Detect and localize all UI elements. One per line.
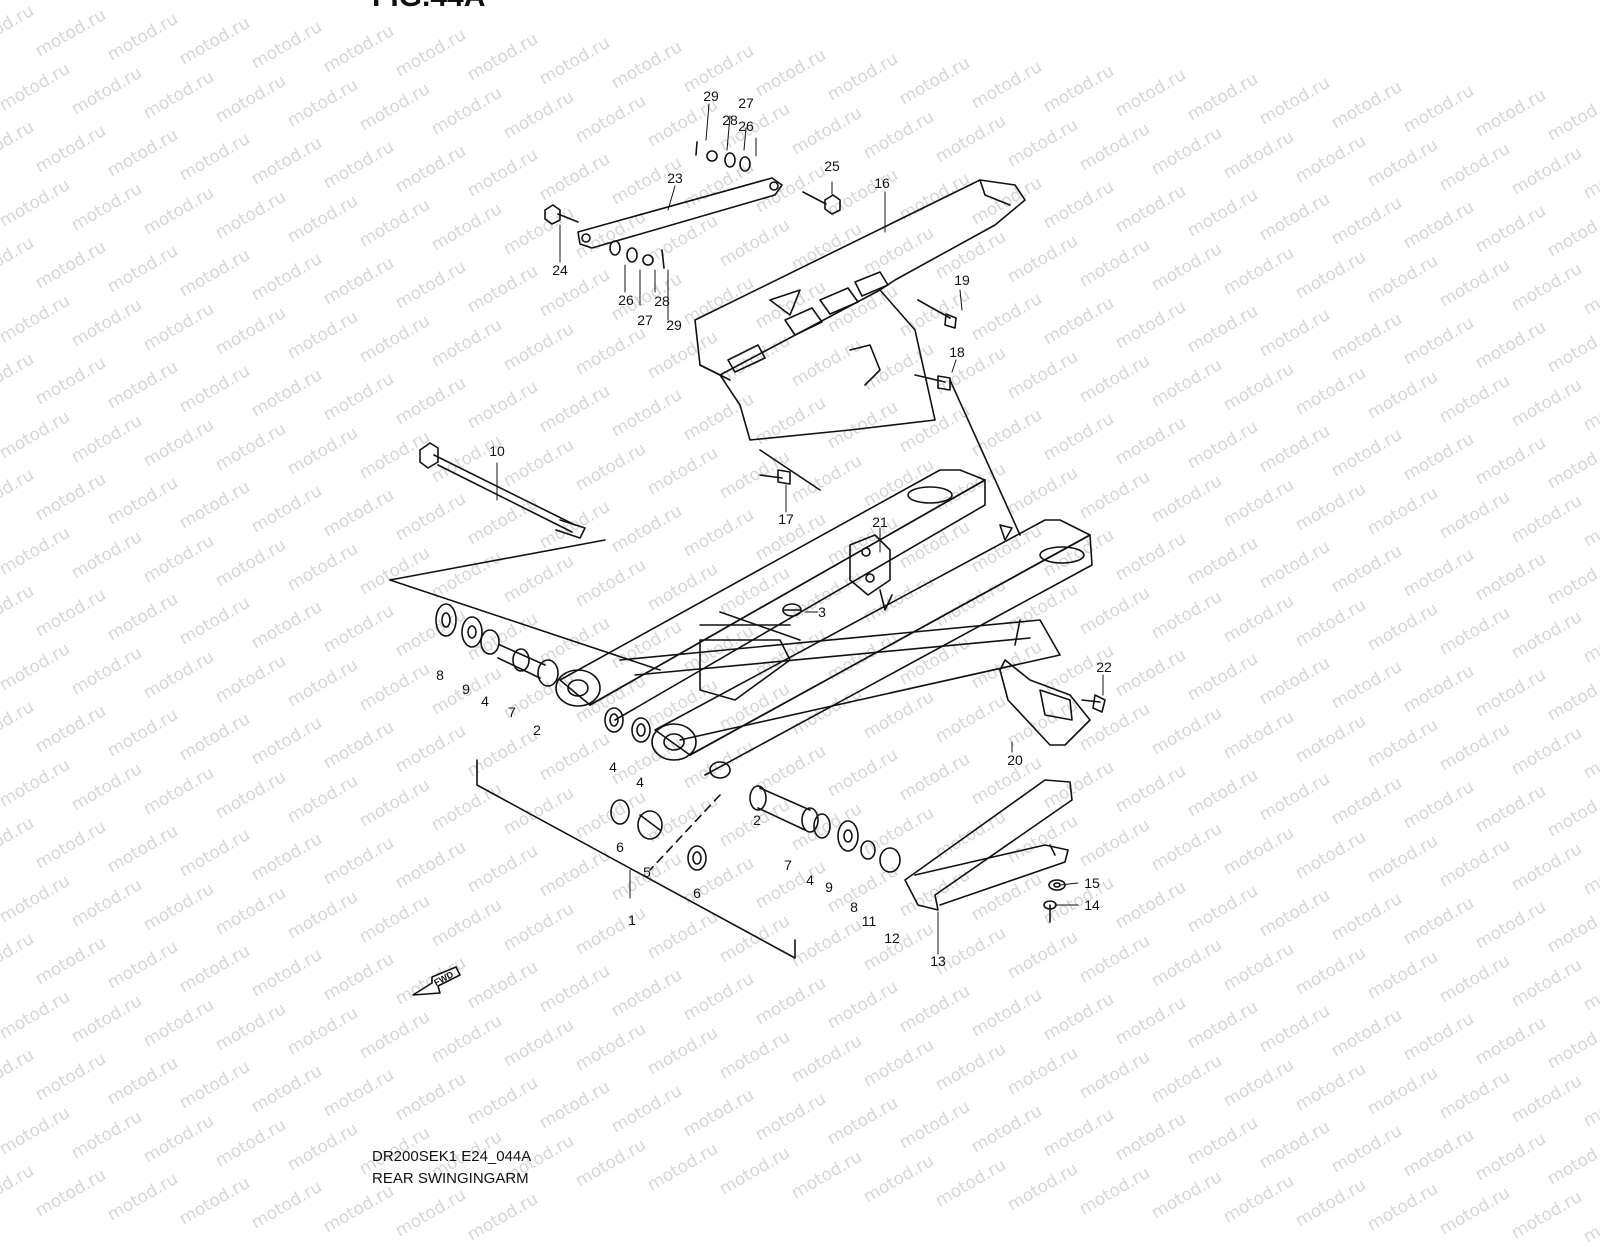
exploded-parts-drawing: 1223444456677889910111213141516171819202…	[389, 88, 1112, 996]
part-callout-c13: 13	[930, 953, 946, 969]
center-pivot-parts	[604, 707, 707, 871]
figure-title: FIG.44A	[372, 0, 485, 14]
part-callout-c19: 19	[954, 272, 970, 288]
part-callout-c4a: 4	[481, 693, 489, 709]
right-pivot-parts	[749, 785, 901, 873]
bolt-3	[782, 603, 802, 617]
part-callout-c4d: 4	[806, 872, 814, 888]
part-callout-c4c: 4	[636, 774, 644, 790]
part-callout-c6a: 6	[616, 839, 624, 855]
leader-lines	[496, 103, 1104, 955]
figure-name: REAR SWINGINGARM	[372, 1170, 529, 1187]
part-callout-c11: 11	[862, 913, 877, 929]
part-callout-c16: 16	[874, 175, 890, 191]
part-callout-c12: 12	[884, 930, 900, 946]
part-callout-c3: 3	[818, 604, 826, 620]
part-callout-c15: 15	[1084, 875, 1100, 891]
part-callout-c8b: 8	[850, 899, 858, 915]
part-callout-c1: 1	[628, 912, 636, 928]
part-callout-c29a: 29	[703, 88, 719, 104]
chain-slider-13	[904, 779, 1073, 911]
part-callout-c17: 17	[778, 511, 794, 527]
hardware-top	[609, 141, 751, 269]
part-callout-c23: 23	[667, 170, 683, 186]
fwd-arrow-icon: FWD	[412, 966, 461, 996]
part-callout-c25: 25	[824, 158, 840, 174]
model-code: DR200SEK1 E24_044A	[372, 1148, 532, 1165]
part-callout-c18: 18	[949, 344, 965, 360]
part-callout-c9a: 9	[462, 681, 470, 697]
chain-case	[694, 179, 1026, 441]
part-callout-c26b: 26	[618, 292, 634, 308]
part-callout-c29b: 29	[666, 317, 682, 333]
chain-guide-bracket	[849, 534, 891, 596]
part-callout-c27a: 27	[738, 95, 754, 111]
pivot-bolt	[419, 442, 586, 539]
callout-labels: 1223444456677889910111213141516171819202…	[436, 88, 1112, 969]
assembly-lines	[389, 379, 1021, 959]
part-callout-c14: 14	[1084, 897, 1100, 913]
part-callout-c2a: 2	[533, 722, 541, 738]
part-callout-c2b: 2	[753, 812, 761, 828]
bolts-case	[759, 299, 957, 485]
part-callout-c28a: 28	[722, 112, 738, 128]
swingarm	[555, 469, 1093, 779]
part-callout-c27b: 27	[637, 312, 653, 328]
part-callout-c4b: 4	[609, 759, 617, 775]
part-callout-c26a: 26	[738, 118, 754, 134]
left-pivot-parts	[435, 603, 559, 687]
part-callout-c28b: 28	[654, 293, 670, 309]
part-callout-c6b: 6	[693, 885, 701, 901]
bolts-slider	[1043, 879, 1066, 923]
part-callout-c5: 5	[643, 864, 651, 880]
part-callout-c21: 21	[872, 514, 888, 530]
part-callout-c7b: 7	[784, 857, 792, 873]
bolt-25	[802, 191, 841, 215]
chain-guard-20	[999, 659, 1106, 746]
part-callout-c7a: 7	[508, 704, 516, 720]
part-callout-c20: 20	[1007, 752, 1023, 768]
part-callout-c24: 24	[552, 262, 568, 278]
bolt-24	[544, 204, 579, 225]
part-callout-c8a: 8	[436, 667, 444, 683]
part-callout-c22: 22	[1096, 659, 1112, 675]
part-callout-c10: 10	[489, 443, 505, 459]
torque-link	[577, 177, 783, 249]
part-callout-c9b: 9	[825, 879, 833, 895]
